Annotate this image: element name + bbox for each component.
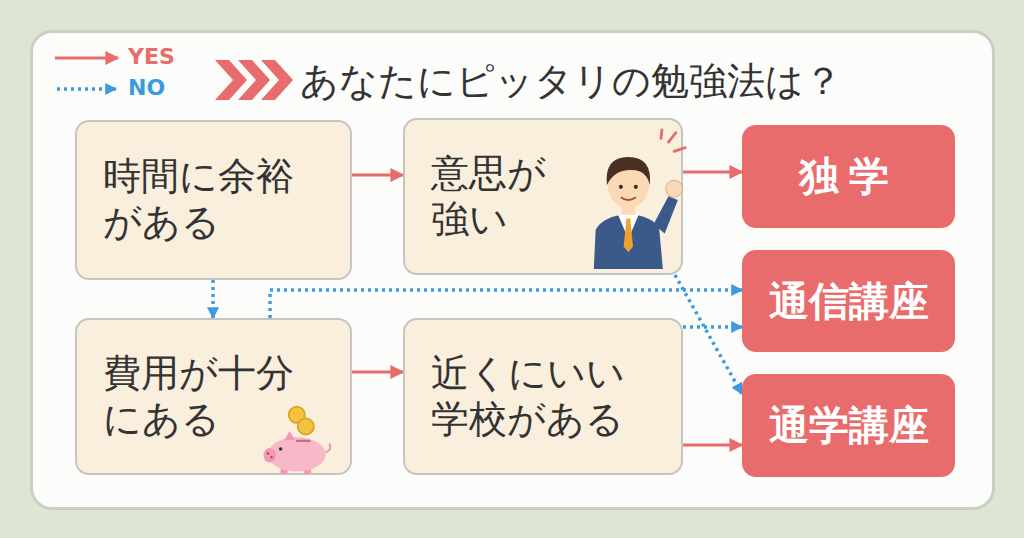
node-text: 費用が十分 にある — [103, 351, 316, 442]
question-box: 時間に余裕 がある — [75, 120, 352, 280]
yes-arrow — [683, 171, 742, 174]
yes-arrow — [683, 444, 742, 447]
node-text: 通信講座 — [769, 274, 929, 329]
question-box: 近くにいい 学校がある — [403, 318, 683, 475]
result-box: 通信講座 — [742, 250, 955, 352]
question-box: 費用が十分 にある — [75, 318, 352, 475]
no-arrow — [683, 325, 742, 329]
legend-label: NO — [128, 75, 165, 100]
yes-arrow — [352, 174, 403, 177]
node-text: 独学 — [799, 149, 899, 204]
legend-no-line — [57, 87, 116, 91]
no-arrow — [211, 280, 215, 318]
result-box: 独学 — [742, 125, 955, 228]
legend-label: YES — [128, 44, 175, 69]
piggy-bank-illustration — [245, 404, 345, 476]
man-illustration — [577, 124, 689, 274]
legend-yes-line — [55, 57, 118, 60]
node-text: 意思が 強い — [431, 151, 560, 242]
title: あなたにピッタリの勉強法は？ — [300, 56, 842, 107]
question-box: 意思が 強い — [403, 118, 683, 275]
node-text: 通学講座 — [769, 398, 929, 453]
chevrons — [215, 60, 293, 100]
no-arrow — [270, 290, 742, 318]
node-text: 時間に余裕 がある — [103, 154, 316, 245]
no-arrow — [675, 275, 742, 394]
node-text: 近くにいい 学校がある — [431, 351, 644, 442]
yes-arrow — [352, 371, 403, 374]
result-box: 通学講座 — [742, 374, 955, 477]
